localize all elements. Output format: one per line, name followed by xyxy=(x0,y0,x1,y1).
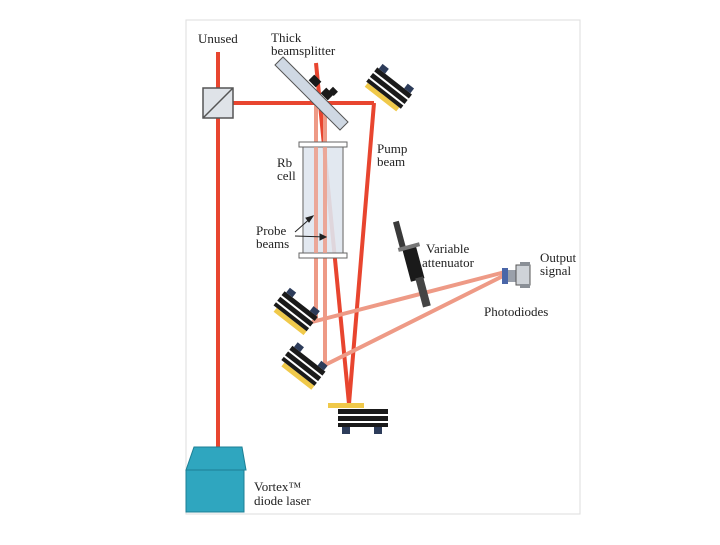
label-probe: Probe xyxy=(256,223,287,238)
label-beams: beams xyxy=(256,236,290,251)
label-cell: cell xyxy=(277,168,296,183)
label-thick: Thick xyxy=(271,30,302,45)
mirror-mount-left-1 xyxy=(273,287,320,336)
label-pump: Pump xyxy=(377,141,408,156)
label-beamsplitter: beamsplitter xyxy=(271,43,336,58)
photodiodes xyxy=(502,262,531,288)
rb-cell xyxy=(298,141,348,259)
label-vortex: Vortex™ xyxy=(254,479,302,494)
vortex-diode-laser xyxy=(185,446,247,513)
thick-beamsplitter xyxy=(274,56,349,131)
probe-arrows xyxy=(294,215,328,241)
mirror-mount-bottom xyxy=(328,403,388,434)
label-signal: signal xyxy=(540,263,572,278)
variable-attenuator xyxy=(392,220,431,308)
probe-beam-to-attenuator xyxy=(311,270,506,324)
label-output: Output xyxy=(540,250,577,265)
label-variable: Variable xyxy=(426,241,470,256)
label-unused: Unused xyxy=(198,31,238,46)
label-photodiodes: Photodiodes xyxy=(484,304,549,319)
label-beam: beam xyxy=(377,154,406,169)
pump-beam xyxy=(347,102,376,405)
mirror-mount-left-2 xyxy=(281,342,328,390)
cube-beamsplitter xyxy=(202,87,234,119)
label-rb: Rb xyxy=(277,155,293,170)
label-diode-laser: diode laser xyxy=(254,493,311,508)
probe-beam-to-photodiode xyxy=(324,273,506,367)
label-attenuator: attenuator xyxy=(422,255,474,270)
mirror-mount-top xyxy=(364,63,415,112)
